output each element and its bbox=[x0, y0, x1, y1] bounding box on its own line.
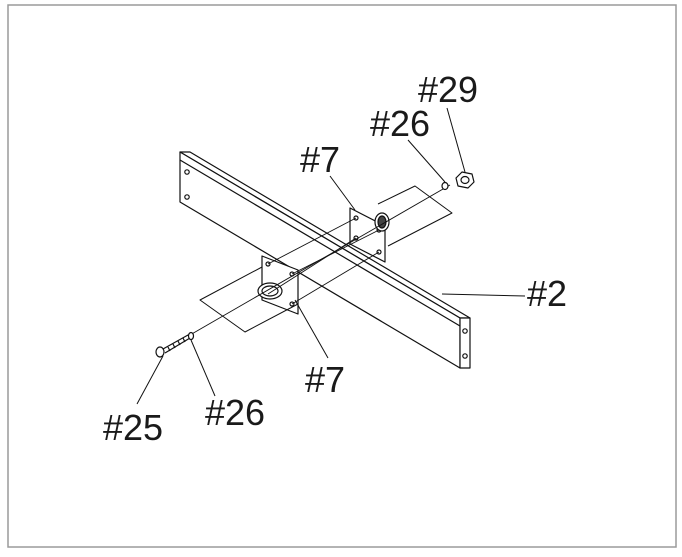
washer-part-26-top bbox=[441, 181, 449, 191]
bolt-part-25 bbox=[155, 334, 191, 358]
diagram-border bbox=[7, 4, 677, 548]
label-bolt-25: #25 bbox=[103, 407, 163, 448]
label-beam-2: #2 bbox=[527, 273, 567, 314]
alignment-lines bbox=[189, 184, 451, 336]
label-washer-26-top: #26 bbox=[370, 103, 430, 144]
washer-part-26-bottom bbox=[187, 331, 195, 341]
front-plate-part-7 bbox=[257, 255, 299, 315]
nut-part-29 bbox=[455, 171, 475, 189]
beam-part-2 bbox=[179, 151, 471, 369]
label-plate-7-bottom: #7 bbox=[305, 359, 345, 400]
label-plate-7-top: #7 bbox=[300, 139, 340, 180]
label-nut-29: #29 bbox=[418, 69, 478, 110]
label-washer-26-bottom: #26 bbox=[205, 392, 265, 433]
leader-lines bbox=[136, 107, 526, 405]
